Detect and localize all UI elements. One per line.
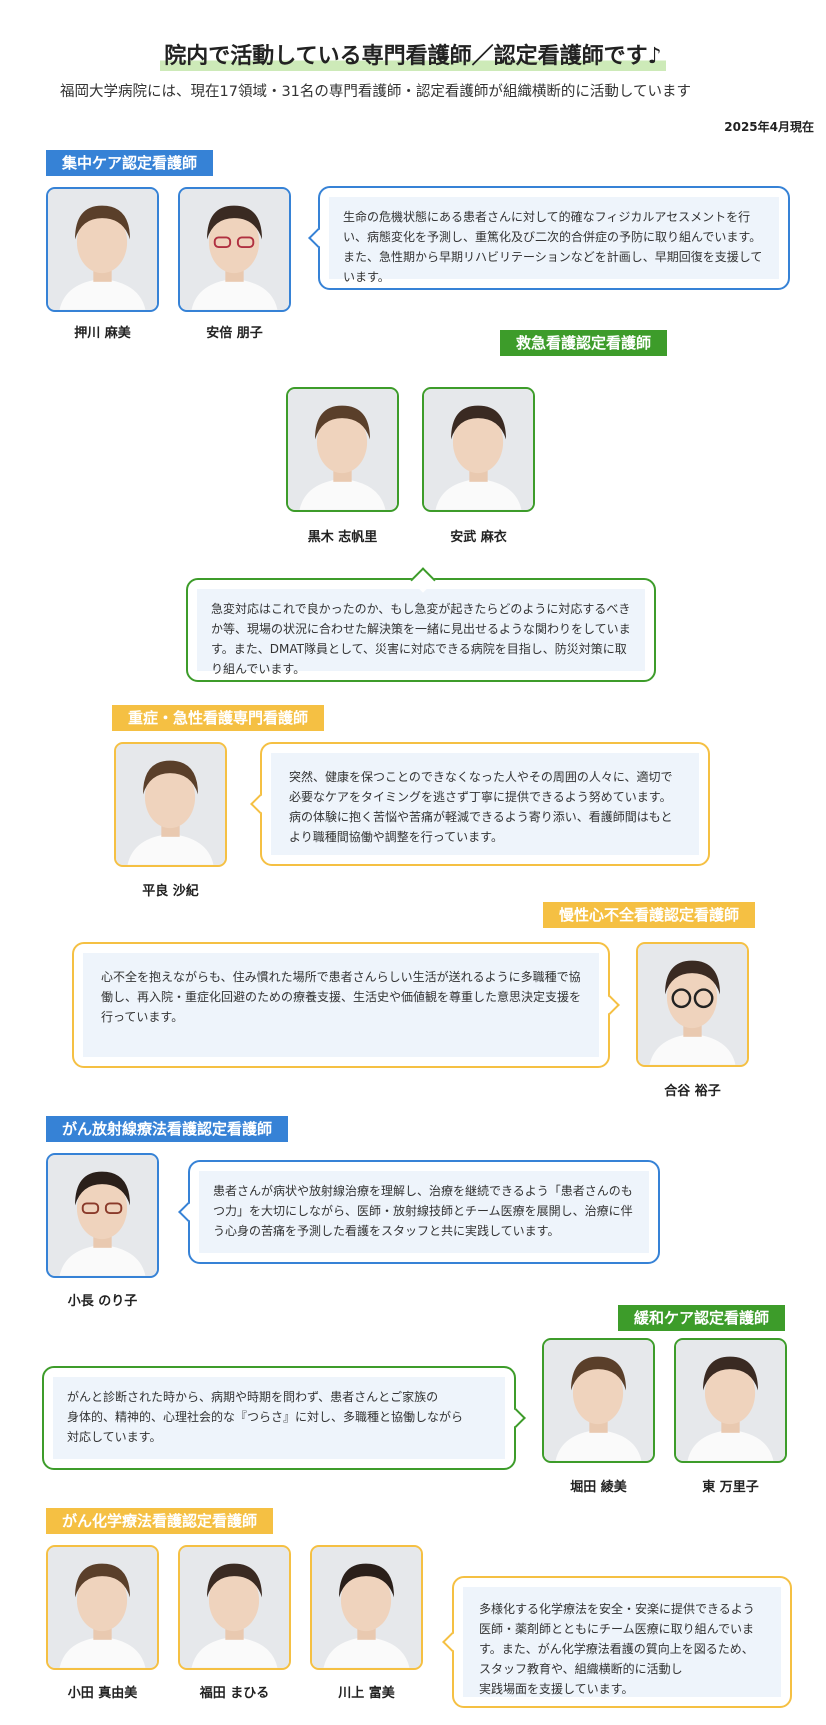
page-subtitle: 福岡大学病院には、現在17領域・31名の専門看護師・認定看護師が組織横断的に活動…	[60, 84, 691, 100]
as-of-date: 2025年4月現在	[724, 120, 814, 134]
staff-photo	[114, 742, 227, 867]
section-label-heart: 慢性心不全看護認定看護師	[543, 902, 756, 928]
staff-name: 黒木 志帆里	[307, 530, 378, 545]
staff-photo	[636, 942, 749, 1067]
staff-name: 安倍 朋子	[206, 326, 263, 341]
staff-photo	[286, 387, 399, 512]
section-label-icu: 集中ケア認定看護師	[46, 150, 214, 176]
section-label-radiation: がん放射線療法看護認定看護師	[46, 1116, 289, 1142]
staff-photo	[46, 1153, 159, 1278]
description-bubble-icu: 生命の危機状態にある患者さんに対して的確なフィジカルアセスメントを行い、病態変化…	[308, 186, 790, 290]
staff-name: 安武 麻衣	[450, 530, 507, 545]
staff-photo	[422, 387, 535, 512]
section-label-emergency: 救急看護認定看護師	[500, 330, 668, 356]
description-bubble-palliative: がんと診断された時から、病期や時期を問わず、患者さんとご家族の 身体的、精神的、…	[42, 1366, 526, 1470]
section-label-palliative: 緩和ケア認定看護師	[618, 1305, 786, 1331]
staff-name: 合谷 裕子	[664, 1084, 721, 1099]
description-bubble-chemo: 多様化する化学療法を安全・安楽に提供できるよう医師・薬剤師とともにチーム医療に取…	[442, 1576, 792, 1708]
staff-name: 小長 のり子	[67, 1294, 138, 1309]
section-label-critical: 重症・急性看護専門看護師	[112, 705, 325, 731]
staff-photo	[310, 1545, 423, 1670]
staff-name: 堀田 綾美	[570, 1480, 627, 1495]
description-bubble-radiation: 患者さんが病状や放射線治療を理解し、治療を継続できるよう「患者さんのもつ力」を大…	[178, 1160, 660, 1264]
staff-name: 東 万里子	[702, 1480, 759, 1495]
staff-photo	[178, 187, 291, 312]
description-bubble-heart: 心不全を抱えながらも、住み慣れた場所で患者さんらしい生活が送れるように多職種で協…	[72, 942, 620, 1068]
staff-photo	[542, 1338, 655, 1463]
description-bubble-emergency: 急変対応はこれで良かったのか、もし急変が起きたらどのように対応するべきか等、現場…	[186, 567, 656, 682]
staff-name: 福田 まひる	[199, 1686, 270, 1701]
staff-name: 川上 富美	[338, 1686, 395, 1701]
staff-name: 押川 麻美	[74, 326, 131, 341]
staff-photo	[178, 1545, 291, 1670]
staff-name: 平良 沙紀	[142, 884, 199, 899]
section-label-chemo: がん化学療法看護認定看護師	[46, 1508, 274, 1534]
description-bubble-critical: 突然、健康を保つことのできなくなった人やその周囲の人々に、適切で必要なケアをタイ…	[250, 742, 710, 866]
staff-photo	[46, 187, 159, 312]
staff-photo	[674, 1338, 787, 1463]
staff-photo	[46, 1545, 159, 1670]
page-title: 院内で活動している専門看護師／認定看護師です♪	[0, 38, 826, 71]
staff-name: 小田 真由美	[67, 1686, 138, 1701]
